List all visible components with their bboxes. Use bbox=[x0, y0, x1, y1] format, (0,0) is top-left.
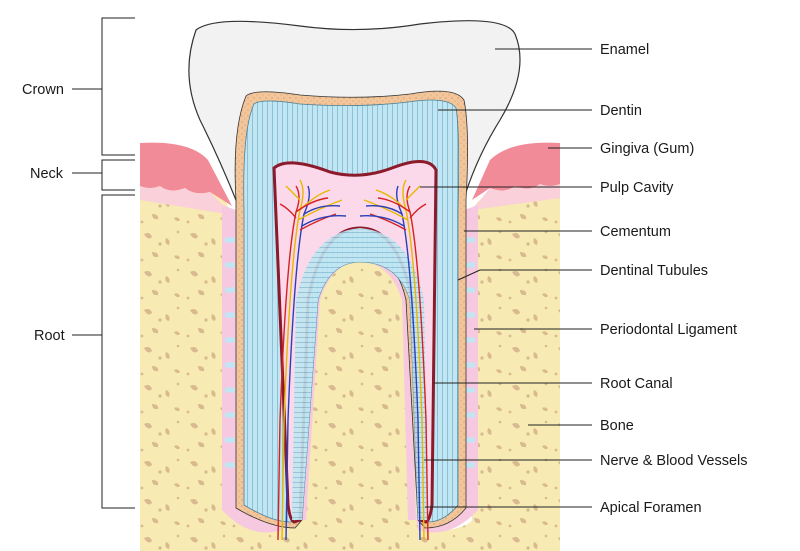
region-label-root: Root bbox=[34, 328, 65, 344]
region-label-crown: Crown bbox=[22, 82, 64, 98]
label-gingiva: Gingiva (Gum) bbox=[600, 141, 694, 157]
region-brackets bbox=[72, 17, 135, 509]
label-bone: Bone bbox=[600, 418, 634, 434]
region-label-neck: Neck bbox=[30, 166, 64, 182]
label-enamel: Enamel bbox=[600, 42, 649, 58]
label-root-canal: Root Canal bbox=[600, 376, 673, 392]
bone bbox=[140, 168, 560, 551]
label-pulp-cavity: Pulp Cavity bbox=[600, 180, 674, 196]
label-cementum: Cementum bbox=[600, 224, 671, 240]
label-apical-foramen: Apical Foramen bbox=[600, 500, 702, 516]
label-periodontal-ligament: Periodontal Ligament bbox=[600, 322, 737, 338]
label-dentinal-tubules: Dentinal Tubules bbox=[600, 263, 708, 279]
gingiva bbox=[140, 142, 560, 215]
label-nerve-blood-vessels: Nerve & Blood Vessels bbox=[600, 453, 748, 469]
nerve-blood-vessels bbox=[277, 179, 429, 541]
leader-lines bbox=[420, 48, 592, 508]
label-dentin: Dentin bbox=[600, 103, 642, 119]
